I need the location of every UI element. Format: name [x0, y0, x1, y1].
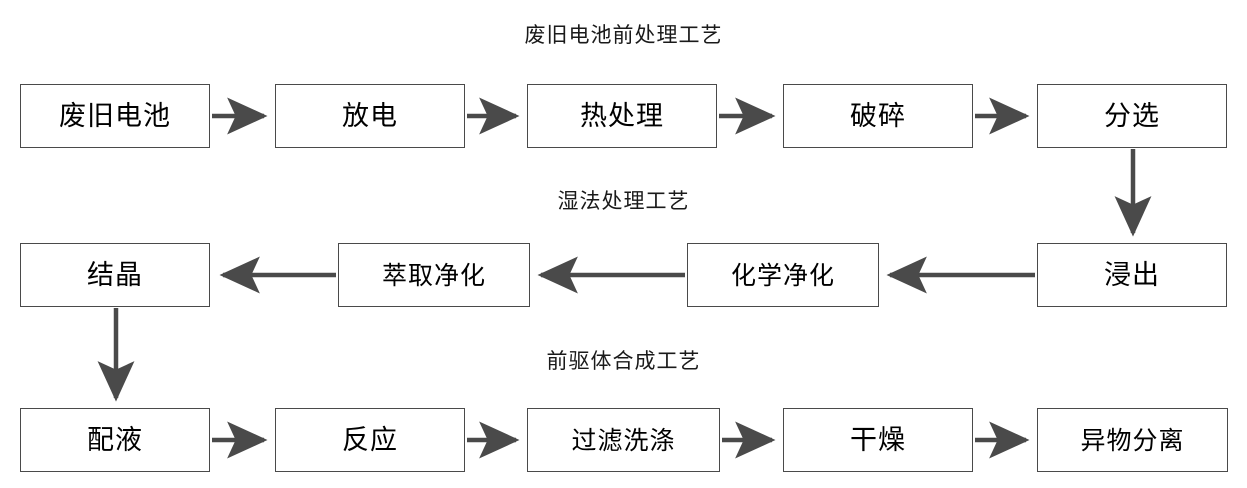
node-crystallization[interactable]: 结晶: [20, 243, 210, 307]
node-chemical-purification[interactable]: 化学净化: [687, 243, 879, 307]
section-title-precursor-synthesis: 前驱体合成工艺: [546, 349, 701, 373]
node-discharge[interactable]: 放电: [275, 84, 465, 148]
node-foreign-matter-separation[interactable]: 异物分离: [1037, 408, 1228, 472]
node-drying[interactable]: 干燥: [783, 408, 973, 472]
node-waste-battery[interactable]: 废旧电池: [20, 84, 210, 148]
section-title-hydrometallurgy: 湿法处理工艺: [557, 189, 690, 213]
node-sorting[interactable]: 分选: [1037, 84, 1227, 148]
node-filtration-washing[interactable]: 过滤洗涤: [527, 408, 720, 472]
node-reaction[interactable]: 反应: [275, 408, 465, 472]
section-title-pretreatment: 废旧电池前处理工艺: [524, 23, 723, 47]
node-heat-treatment[interactable]: 热处理: [527, 84, 717, 148]
node-extraction-purification[interactable]: 萃取净化: [338, 243, 530, 307]
node-solution-preparation[interactable]: 配液: [20, 408, 210, 472]
node-crushing[interactable]: 破碎: [783, 84, 973, 148]
node-leaching[interactable]: 浸出: [1037, 243, 1227, 307]
